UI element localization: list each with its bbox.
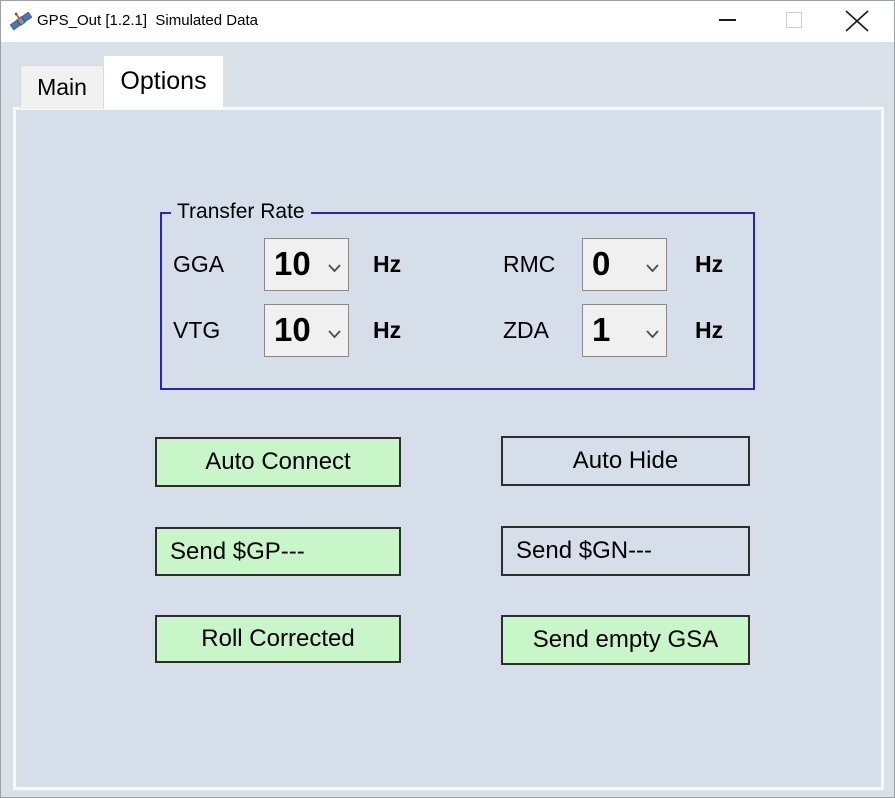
transfer-rate-groupbox: Transfer Rate GGA 10 Hz RMC 0 Hz VTG 10 … [160, 199, 755, 390]
send-gp-button[interactable]: Send $GP--- [155, 527, 401, 576]
vtg-label: VTG [173, 317, 221, 343]
minimize-icon [719, 19, 736, 21]
gga-rate-dropdown[interactable]: 10 [264, 238, 349, 291]
chevron-down-icon [646, 326, 659, 339]
gga-rate-value: 10 [274, 245, 311, 282]
app-satellite-icon [9, 9, 33, 33]
window-title: GPS_Out [1.2.1] Simulated Data [37, 12, 258, 29]
rmc-rate-dropdown[interactable]: 0 [582, 238, 667, 291]
send-gn-button[interactable]: Send $GN--- [501, 526, 750, 576]
gga-label: GGA [173, 251, 225, 277]
maximize-icon [786, 12, 802, 28]
transfer-rate-group-label: Transfer Rate [171, 199, 311, 225]
auto-connect-button[interactable]: Auto Connect [155, 437, 401, 487]
auto-hide-label: Auto Hide [572, 447, 679, 474]
zda-rate-dropdown[interactable]: 1 [582, 304, 667, 357]
tab-options-label: Options [120, 67, 207, 95]
gga-hz-label: Hz [373, 251, 402, 277]
roll-corrected-button[interactable]: Roll Corrected [155, 615, 401, 663]
vtg-hz-label: Hz [373, 317, 402, 343]
chevron-down-icon [328, 260, 341, 273]
chevron-down-icon [646, 260, 659, 273]
tab-main[interactable]: Main [20, 65, 104, 109]
minimize-button[interactable] [701, 0, 753, 42]
chevron-down-icon [328, 326, 341, 339]
send-gp-label: Send $GP--- [170, 537, 305, 565]
rmc-label: RMC [503, 251, 556, 277]
rmc-hz-label: Hz [695, 251, 724, 277]
send-gn-label: Send $GN--- [516, 537, 653, 564]
rmc-rate-value: 0 [592, 245, 611, 282]
vtg-rate-value: 10 [274, 311, 311, 348]
zda-rate-value: 1 [592, 311, 611, 348]
send-empty-gsa-button[interactable]: Send empty GSA [501, 615, 750, 665]
zda-hz-label: Hz [695, 317, 724, 343]
vtg-rate-dropdown[interactable]: 10 [264, 304, 349, 357]
zda-label: ZDA [503, 317, 549, 343]
auto-connect-label: Auto Connect [205, 448, 351, 475]
tab-options[interactable]: Options [104, 56, 223, 109]
options-tab-page: Transfer Rate GGA 10 Hz RMC 0 Hz VTG 10 … [13, 107, 884, 790]
title-bar: GPS_Out [1.2.1] Simulated Data [0, 0, 895, 42]
send-empty-gsa-label: Send empty GSA [532, 626, 719, 653]
auto-hide-button[interactable]: Auto Hide [501, 436, 750, 486]
close-icon [845, 8, 869, 34]
tab-main-label: Main [37, 74, 87, 100]
roll-corrected-label: Roll Corrected [201, 625, 355, 652]
